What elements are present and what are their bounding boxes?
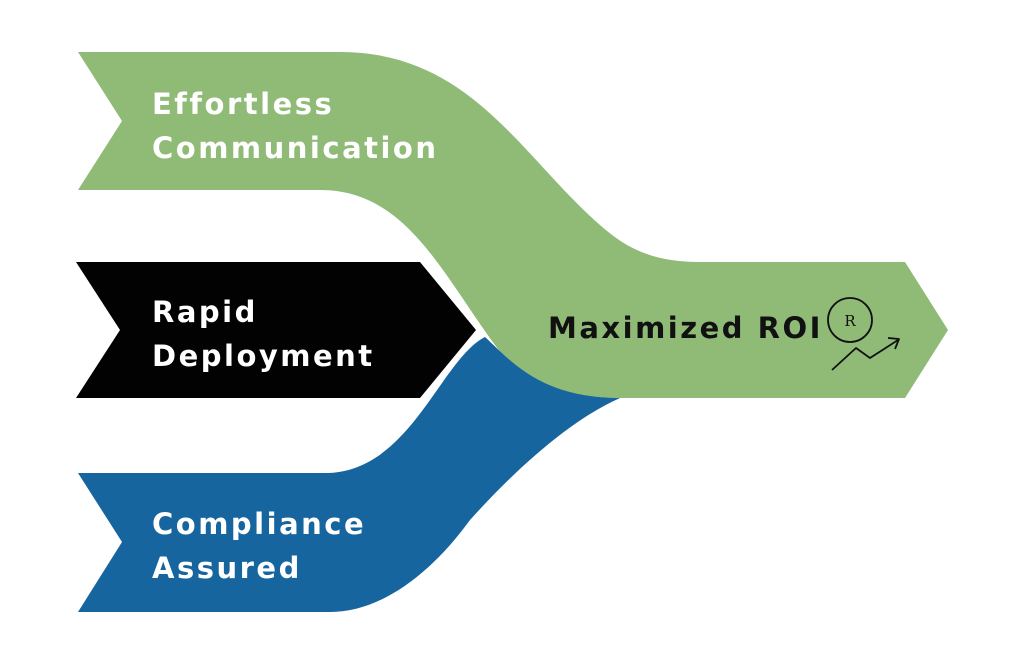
input-label-line: Deployment [152, 339, 375, 373]
input-label-line: Compliance [152, 507, 367, 541]
result-label-maximized-roi: Maximized ROI [548, 306, 823, 350]
input-label-line: Communication [152, 131, 439, 165]
input-label-line: Rapid [152, 295, 258, 329]
roi-growth-icon: R [827, 297, 900, 371]
green-flow-arrow [78, 52, 948, 398]
input-label-line: Effortless [152, 87, 335, 121]
input-label-compliance-assured: Compliance Assured [152, 502, 366, 590]
input-label-effortless-communication: Effortless Communication [152, 82, 439, 170]
roi-icon-circle [827, 297, 873, 343]
blue-flow-arrow [78, 337, 620, 612]
black-flow-arrow [76, 262, 476, 398]
roi-icon-trend-line [831, 339, 899, 371]
roi-icon-arrowhead [887, 337, 900, 350]
input-label-line: Assured [152, 551, 302, 585]
input-label-rapid-deployment: Rapid Deployment [152, 290, 375, 378]
result-label-text: Maximized ROI [548, 311, 823, 345]
roi-icon-letter: R [844, 312, 856, 330]
